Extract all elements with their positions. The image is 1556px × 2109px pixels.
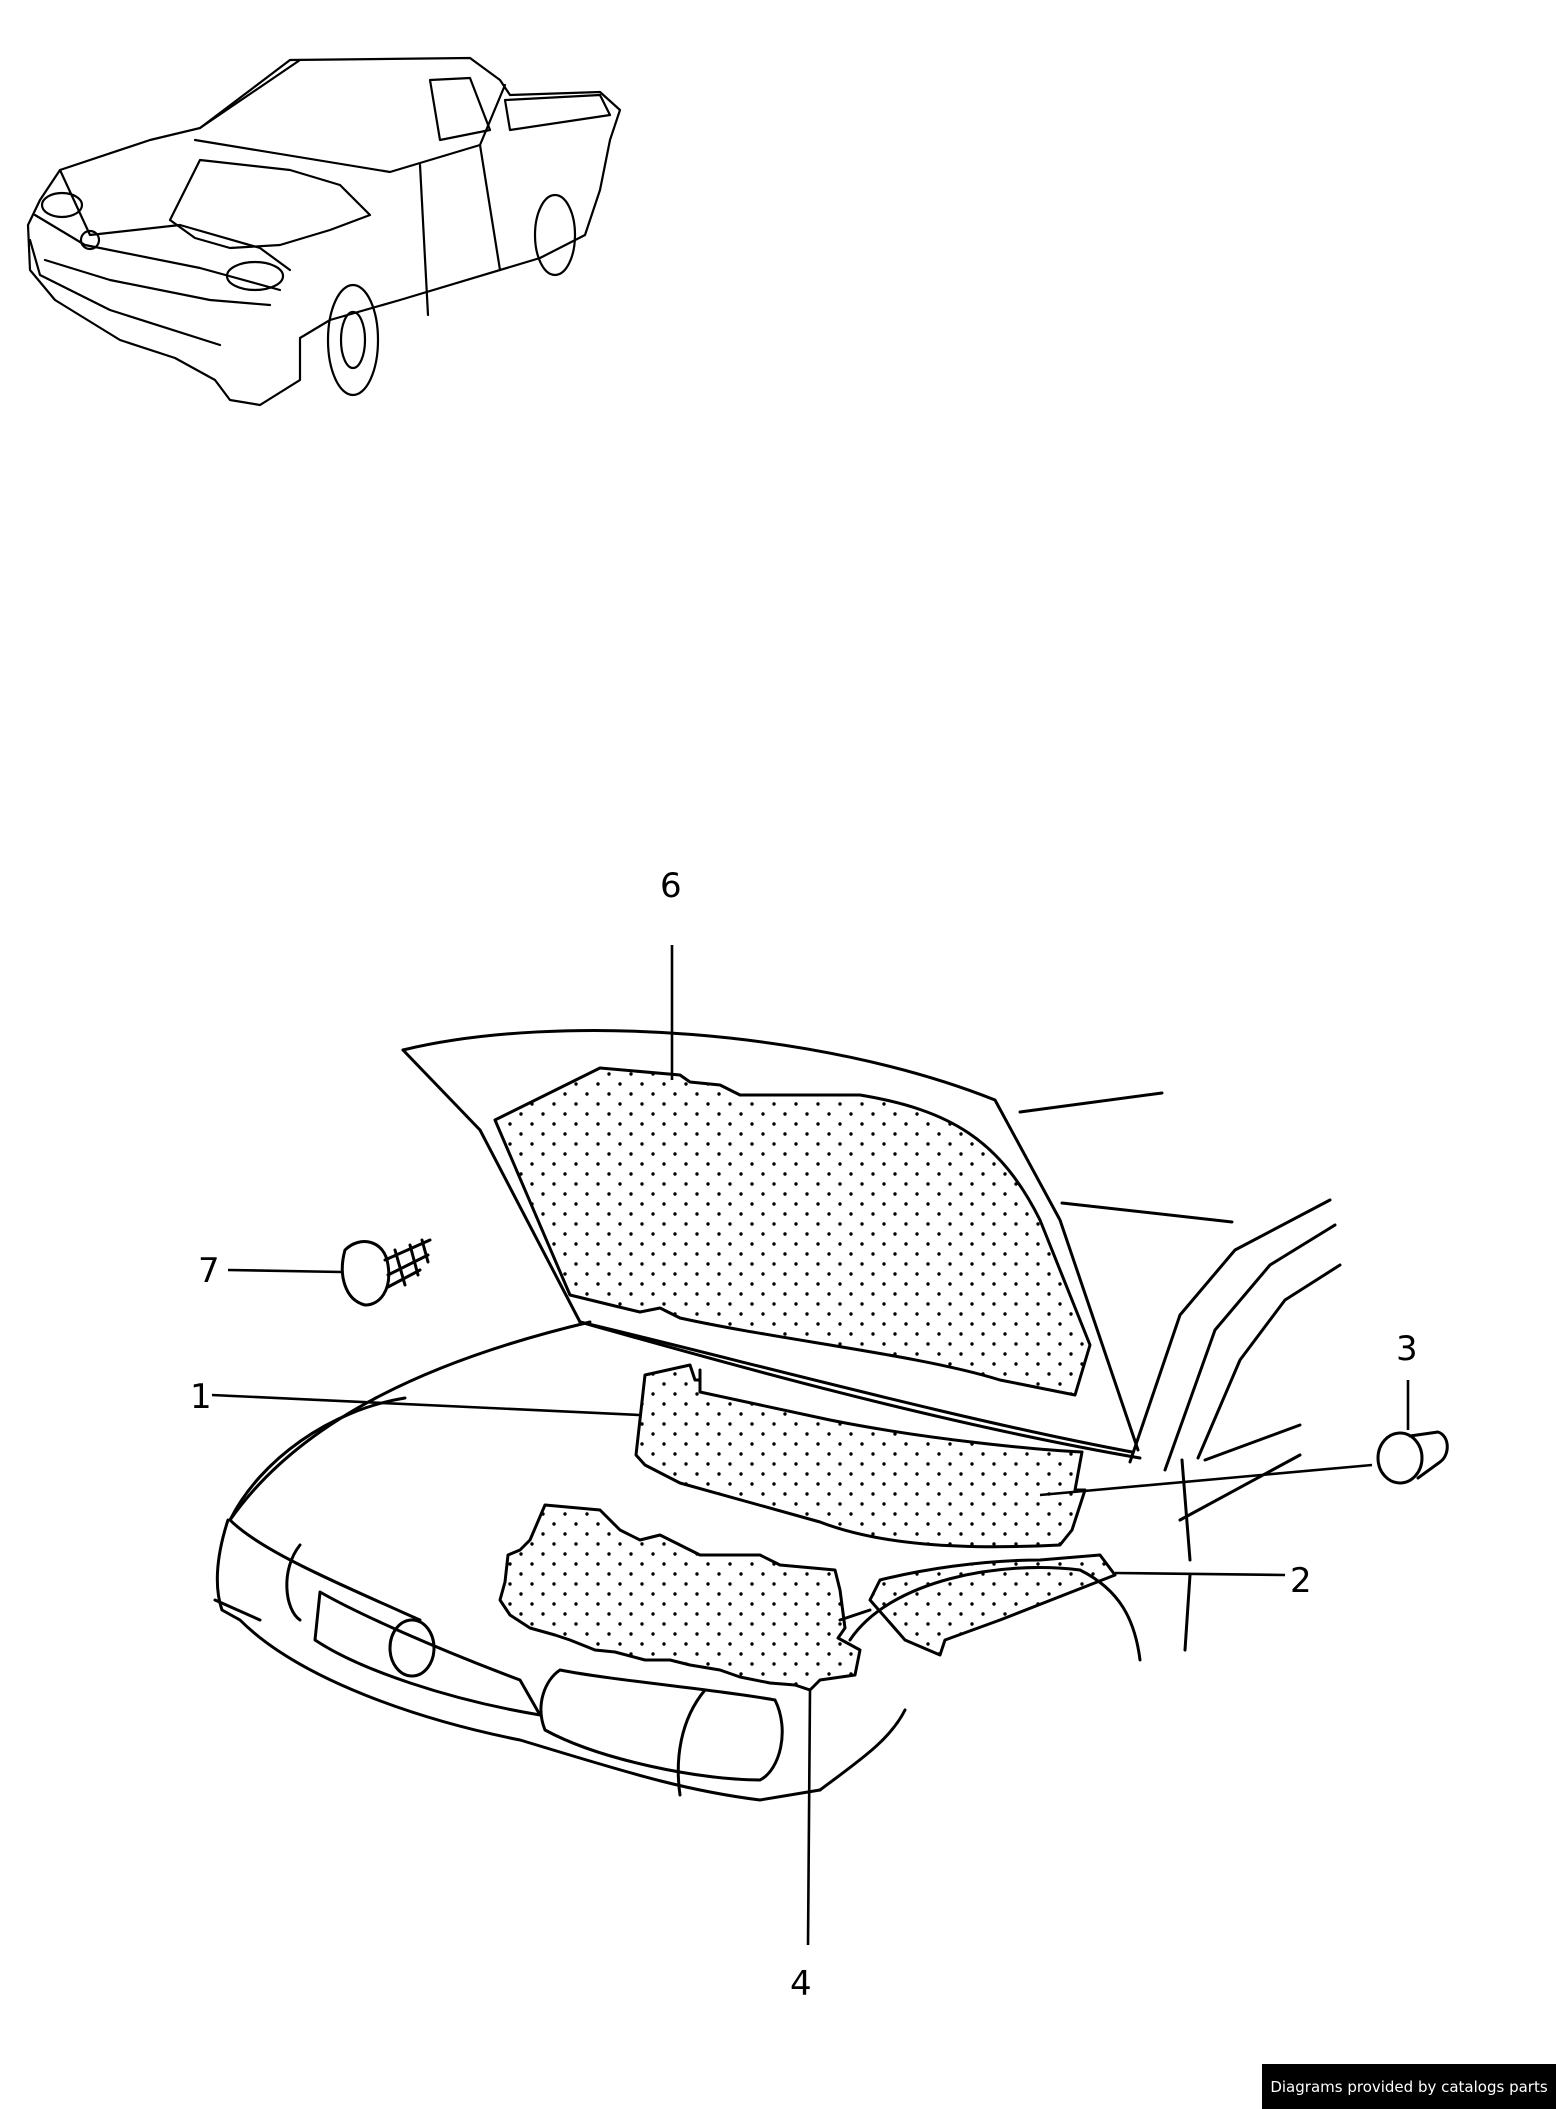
- part-3-clip: [1376, 1430, 1449, 1485]
- callout-4: 4: [790, 1964, 812, 2004]
- vehicle-overview-illustration: [26, 56, 622, 407]
- callout-7: 7: [198, 1251, 220, 1291]
- front-end-illustration: [213, 1029, 1342, 1802]
- callout-1: 1: [190, 1377, 212, 1417]
- part-7-screw: [340, 1238, 432, 1307]
- leader-lines: [211, 945, 1410, 1946]
- part-2-side-insulation: [868, 1553, 1117, 1657]
- callout-2: 2: [1290, 1561, 1312, 1601]
- callout-6: 6: [660, 866, 682, 906]
- part-4-front-insulation: [498, 1503, 862, 1692]
- callout-3: 3: [1396, 1329, 1418, 1369]
- part-1-cowl-insulation: [634, 1363, 1087, 1549]
- credit-banner: Diagrams provided by catalogs parts: [1262, 2064, 1556, 2109]
- credit-text: Diagrams provided by catalogs parts: [1270, 2077, 1548, 2096]
- part-6-hood-insulation: [493, 1066, 1092, 1397]
